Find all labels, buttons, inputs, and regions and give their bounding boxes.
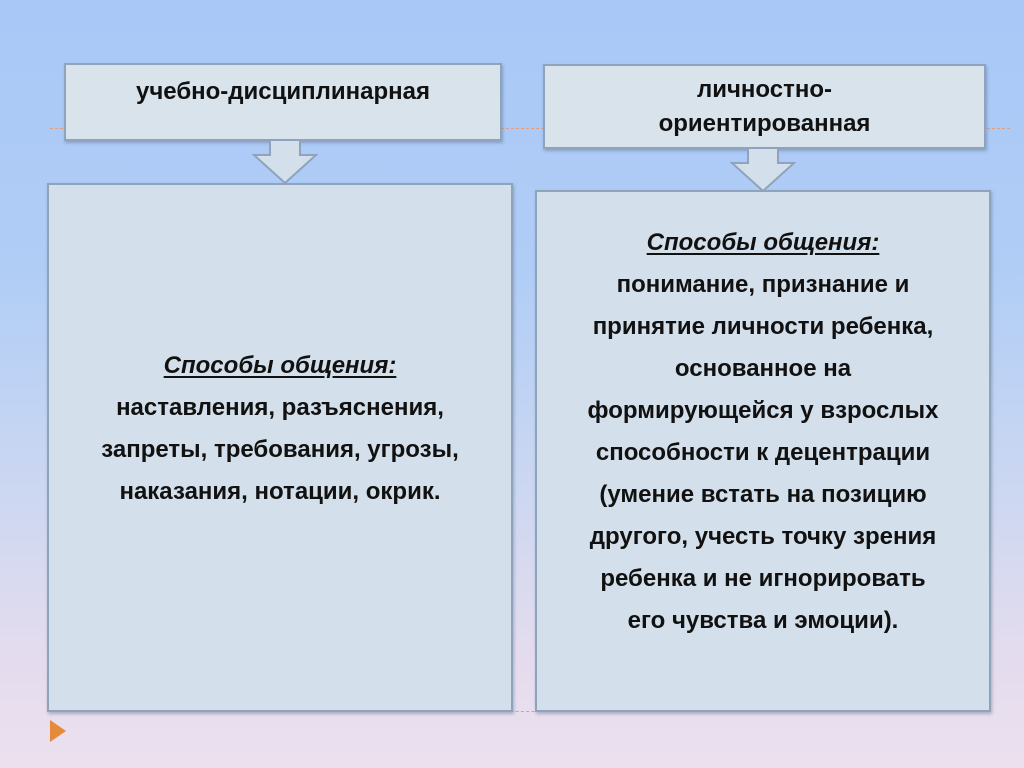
decorative-dashed-line-bottom xyxy=(500,711,550,712)
left-content-box: Способы общения: наставления, разъяснени… xyxy=(47,183,513,712)
left-header-box: учебно-дисциплинарная xyxy=(64,63,502,141)
left-content-body: наставления, разъяснения, запреты, требо… xyxy=(101,393,459,505)
decorative-dashed-line-top xyxy=(50,128,1010,129)
right-down-arrow-icon xyxy=(730,147,796,193)
right-content-box: Способы общения: понимание, признание и … xyxy=(535,190,991,712)
left-content-heading: Способы общения: xyxy=(163,351,397,379)
left-down-arrow-icon xyxy=(252,139,318,185)
right-content-body: понимание, признание и принятие личности… xyxy=(587,271,939,634)
right-header-label: личностно- ориентированная xyxy=(658,75,871,137)
right-header-box: личностно- ориентированная xyxy=(543,64,986,149)
play-triangle-icon xyxy=(50,720,66,742)
right-content-heading: Способы общения: xyxy=(646,229,880,256)
left-header-label: учебно-дисциплинарная xyxy=(136,78,430,105)
